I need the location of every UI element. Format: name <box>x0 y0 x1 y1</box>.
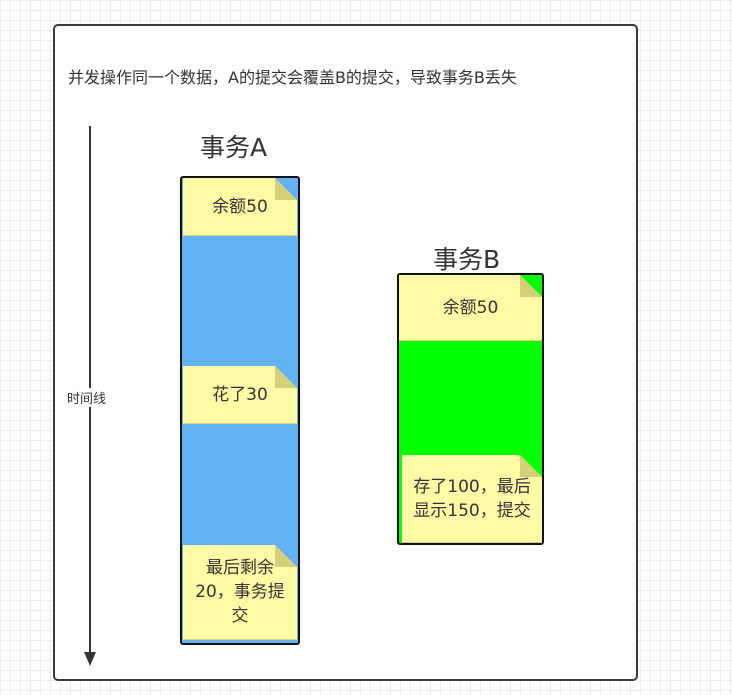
note-text: 余额50 <box>212 196 268 217</box>
transaction-b-note-balance: 余额50 <box>399 275 542 341</box>
note-text: 存了100，最后显示150，提交 <box>413 476 531 521</box>
transaction-a-note-commit: 最后剩余20，事务提交 <box>183 545 297 640</box>
timeline-label: 时间线 <box>66 388 108 407</box>
transaction-b-title: 事务B <box>433 245 501 274</box>
diagram-frame <box>53 24 638 681</box>
note-text: 余额50 <box>442 297 499 318</box>
note-text: 花了30 <box>212 384 268 405</box>
transaction-b-note-commit: 存了100，最后显示150，提交 <box>402 455 542 543</box>
transaction-a-note-spend: 花了30 <box>183 366 297 424</box>
transaction-a-title: 事务A <box>200 133 268 162</box>
note-text: 最后剩余20，事务提交 <box>195 558 285 626</box>
transaction-a-note-balance: 余额50 <box>183 178 297 236</box>
diagram-headline: 并发操作同一个数据，A的提交会覆盖B的提交，导致事务B丢失 <box>68 68 517 87</box>
